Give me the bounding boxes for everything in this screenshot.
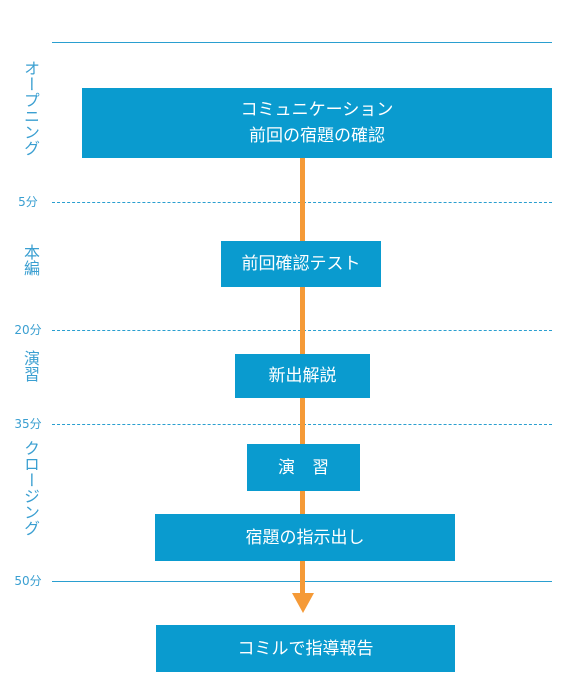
- time-label-5min: 5分: [18, 195, 38, 209]
- flow-arrow-head: [292, 593, 314, 613]
- box-new-explanation-label: 新出解説: [268, 366, 337, 386]
- box-new-explanation: 新出解説: [235, 354, 370, 398]
- box-homework-label: 宿題の指示出し: [245, 527, 365, 548]
- time-label-50min: 50分: [14, 574, 42, 588]
- box-review-test-label: 前回確認テスト: [241, 254, 361, 274]
- section-label-opening: オープニング: [21, 60, 40, 156]
- box-homework: 宿題の指示出し: [155, 514, 455, 561]
- box-communication-line2: 前回の宿題の確認: [249, 126, 385, 146]
- box-communication: コミュニケーション 前回の宿題の確認: [82, 88, 552, 158]
- section-label-main: 本編: [21, 244, 40, 276]
- time-label-35min: 35分: [14, 417, 42, 431]
- box-exercise-label: 演 習: [278, 457, 329, 478]
- box-exercise: 演 習: [247, 444, 360, 491]
- box-report-label: コミルで指導報告: [237, 638, 374, 659]
- section-label-closing: クロージング: [21, 440, 40, 536]
- box-report: コミルで指導報告: [156, 625, 455, 672]
- time-label-20min: 20分: [14, 323, 42, 337]
- box-communication-line1: コミュニケーション: [240, 100, 394, 120]
- box-review-test: 前回確認テスト: [221, 241, 381, 287]
- section-label-practice: 演習: [21, 350, 40, 382]
- top-border-line: [52, 42, 552, 43]
